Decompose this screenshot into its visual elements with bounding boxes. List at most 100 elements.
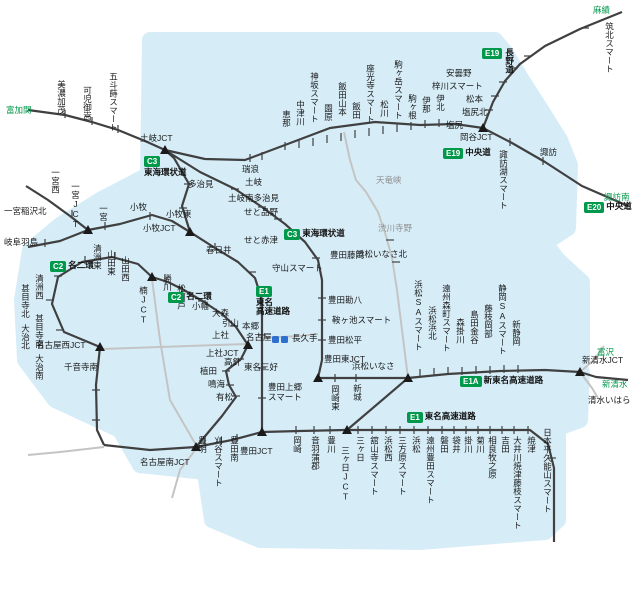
station-label[interactable]: せと品野 [244,207,279,217]
station-label[interactable]: 有松 [216,392,234,402]
station-label[interactable]: 東名三好 [244,362,279,372]
station-label[interactable]: 豊明 [197,436,208,453]
station-label[interactable]: 天竜峡 [376,175,402,185]
station-label[interactable]: 吉田 [500,436,511,453]
station-label[interactable]: 渋川寺野 [378,223,413,233]
station-label[interactable]: 多治見 [188,179,214,189]
junction-label[interactable]: 楠JCT [138,286,149,325]
station-label[interactable]: 伊北 [435,94,446,111]
station-label[interactable]: 松本 [466,94,484,104]
station-label[interactable]: 土岐南多治見 [228,193,280,203]
station-label[interactable]: 舘山寺スマート [369,436,380,496]
station-label[interactable]: 新静岡 [511,320,522,346]
station-label[interactable]: 安曇野 [446,68,472,78]
station-label[interactable]: 清洲西 [34,274,45,300]
station-label[interactable]: 塩尻北 [462,107,488,117]
station-label[interactable]: 松川 [379,100,390,117]
station-label[interactable]: 焼津 [526,436,537,453]
junction-label[interactable]: 一宮JCT [70,182,81,229]
station-label[interactable]: 駒ヶ根 [407,94,418,120]
station-label[interactable]: 座光寺スマート [365,64,376,124]
station-label[interactable]: 甚目寺南 [34,314,45,348]
station-label[interactable]: 山田西 [120,256,131,282]
station-label[interactable]: 浜松SAスマート [413,280,424,351]
station-label[interactable]: 大治北 [20,324,31,350]
station-label[interactable]: 豊田松平 [328,335,363,345]
station-label[interactable]: 浜松いなさ北 [356,249,408,259]
station-label[interactable]: 一宮稲沢北 [4,206,47,216]
station-label[interactable]: 静岡SAスマート [497,284,508,355]
station-label[interactable]: 伊那 [421,96,432,113]
station-label[interactable]: 遠州豊田スマート [425,436,436,504]
station-label[interactable]: 小幡 [192,301,210,311]
station-label[interactable]: 刈谷スマート [213,436,224,487]
station-label[interactable]: 甚目寺北 [20,284,31,318]
junction-label[interactable]: 新清水JCT [582,355,624,365]
station-label[interactable]: 諏訪南 [604,192,630,202]
junction-label[interactable]: 岡谷JCT [460,132,493,142]
station-label[interactable]: 園原 [323,104,334,121]
station-label[interactable]: 山田東 [106,250,117,276]
station-label[interactable]: 島田金谷 [469,310,480,344]
station-label[interactable]: 岐阜羽島 [4,237,39,247]
station-label[interactable]: 岡崎東 [330,385,341,411]
station-label[interactable]: 富沢 [597,347,615,357]
station-label[interactable]: 美濃加茂 [56,80,67,114]
station-label[interactable]: 豊田南 [229,436,240,462]
station-label[interactable]: 筑北スマート [604,22,615,73]
station-label[interactable]: 大治南 [34,354,45,380]
station-label[interactable]: 中津川 [295,100,306,126]
station-label[interactable]: 飯田 [351,102,362,119]
station-label[interactable]: 塩尻 [446,120,464,130]
station-label[interactable]: 恵那 [281,110,292,127]
station-label[interactable]: 一宮 [98,204,109,221]
station-label[interactable]: 高針 [224,357,242,367]
station-label[interactable]: 長久手 [292,333,318,343]
junction-label[interactable]: 名古屋南JCT [140,457,190,467]
station-label[interactable]: 豊田藤岡 [330,250,365,260]
station-label[interactable]: 浜松いなさ [352,361,395,371]
junction-label[interactable]: 豊田東JCT [324,354,366,364]
station-label[interactable]: 諏訪 [540,147,558,157]
station-label[interactable]: 引山 [222,318,240,328]
junction-label[interactable]: 三ヶ日JCT [340,446,351,502]
station-label[interactable]: 上社 [212,330,230,340]
station-label[interactable]: せと赤津 [244,235,279,245]
station-label[interactable]: 大森 [212,308,230,318]
station-label[interactable]: 菊川 [475,436,486,453]
station-label[interactable]: 諏訪湖スマート [498,150,509,210]
junction-label[interactable]: 上社JCT [206,348,239,358]
station-label[interactable]: 大井川焼津藤枝スマート [512,436,523,530]
station-label[interactable]: 駒ヶ岳スマート [393,60,404,120]
station-label[interactable]: 三方原スマート [397,436,408,496]
station-label[interactable]: 一宮西 [50,168,61,194]
station-label[interactable]: 日本平久能山スマート [542,428,553,513]
station-label[interactable]: 遠州森町スマート [441,284,452,352]
station-label[interactable]: 守山スマート [272,263,323,273]
station-label[interactable]: 小牧東 [166,209,192,219]
station-label[interactable]: 三ヶ日 [355,436,366,462]
station-label[interactable]: 鳴海 [208,379,226,389]
station-label[interactable]: 掛川 [463,436,474,453]
station-label[interactable]: 千音寺南 [64,362,99,372]
station-label[interactable]: 新城 [352,384,363,401]
station-label[interactable]: 袋井 [451,436,462,453]
station-label[interactable]: 瑞浪 [242,164,260,174]
junction-label[interactable]: 土岐JCT [140,133,173,143]
station-label[interactable]: 可児御嵩 [82,86,93,120]
junction-label[interactable]: 小牧JCT [143,223,176,233]
junction-label[interactable]: 豊田JCT [240,446,273,456]
station-label[interactable]: 清洲東 [92,244,103,270]
station-label[interactable]: 飯田山本 [337,82,348,116]
station-label[interactable]: 名古屋 [246,332,272,342]
station-label[interactable]: 梓川スマート [432,81,483,91]
station-label[interactable]: 森掛川 [455,318,466,344]
station-label[interactable]: 神坂スマート [309,72,320,123]
junction-label[interactable]: 名古屋西JCT [36,340,86,350]
station-label[interactable]: 浜松 [411,436,422,453]
station-label[interactable]: 春日井 [206,245,232,255]
station-label[interactable]: 音羽蒲郡 [310,436,321,470]
station-label[interactable]: 豊川 [326,436,337,453]
station-label[interactable]: 新清水 [602,379,628,389]
station-label[interactable]: 五斗蒔スマート [108,72,119,132]
